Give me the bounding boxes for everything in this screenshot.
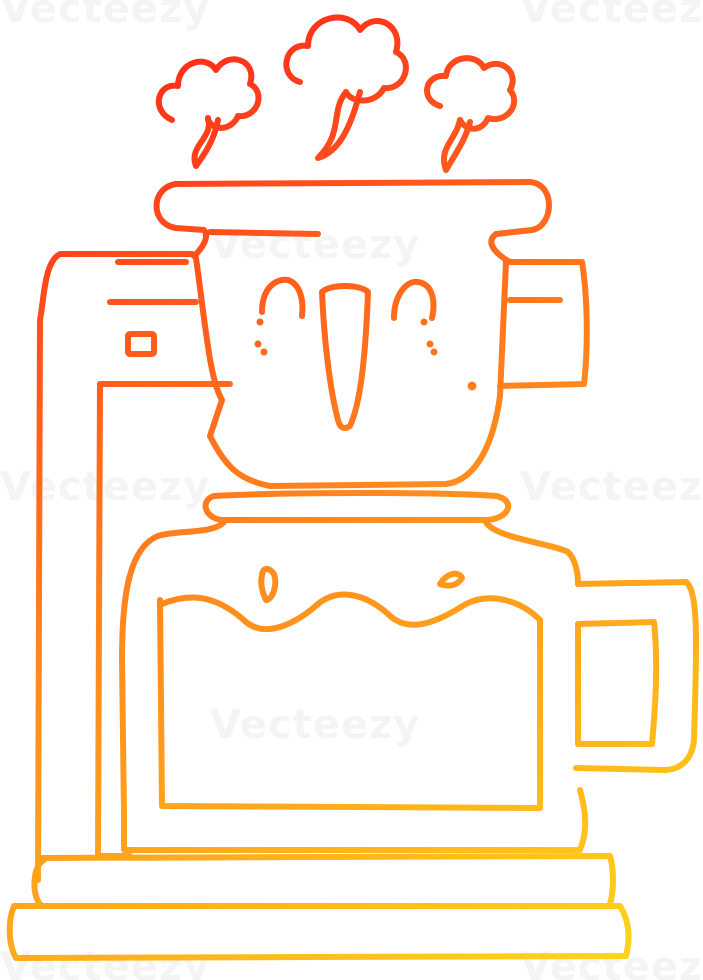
steam-center-icon xyxy=(283,14,409,161)
steam-right-icon xyxy=(424,55,518,173)
steam-left-icon xyxy=(155,56,262,169)
machine-base xyxy=(6,853,632,961)
machine-face xyxy=(254,276,477,431)
filter-basket xyxy=(153,179,552,489)
coffee-carafe xyxy=(119,490,700,853)
